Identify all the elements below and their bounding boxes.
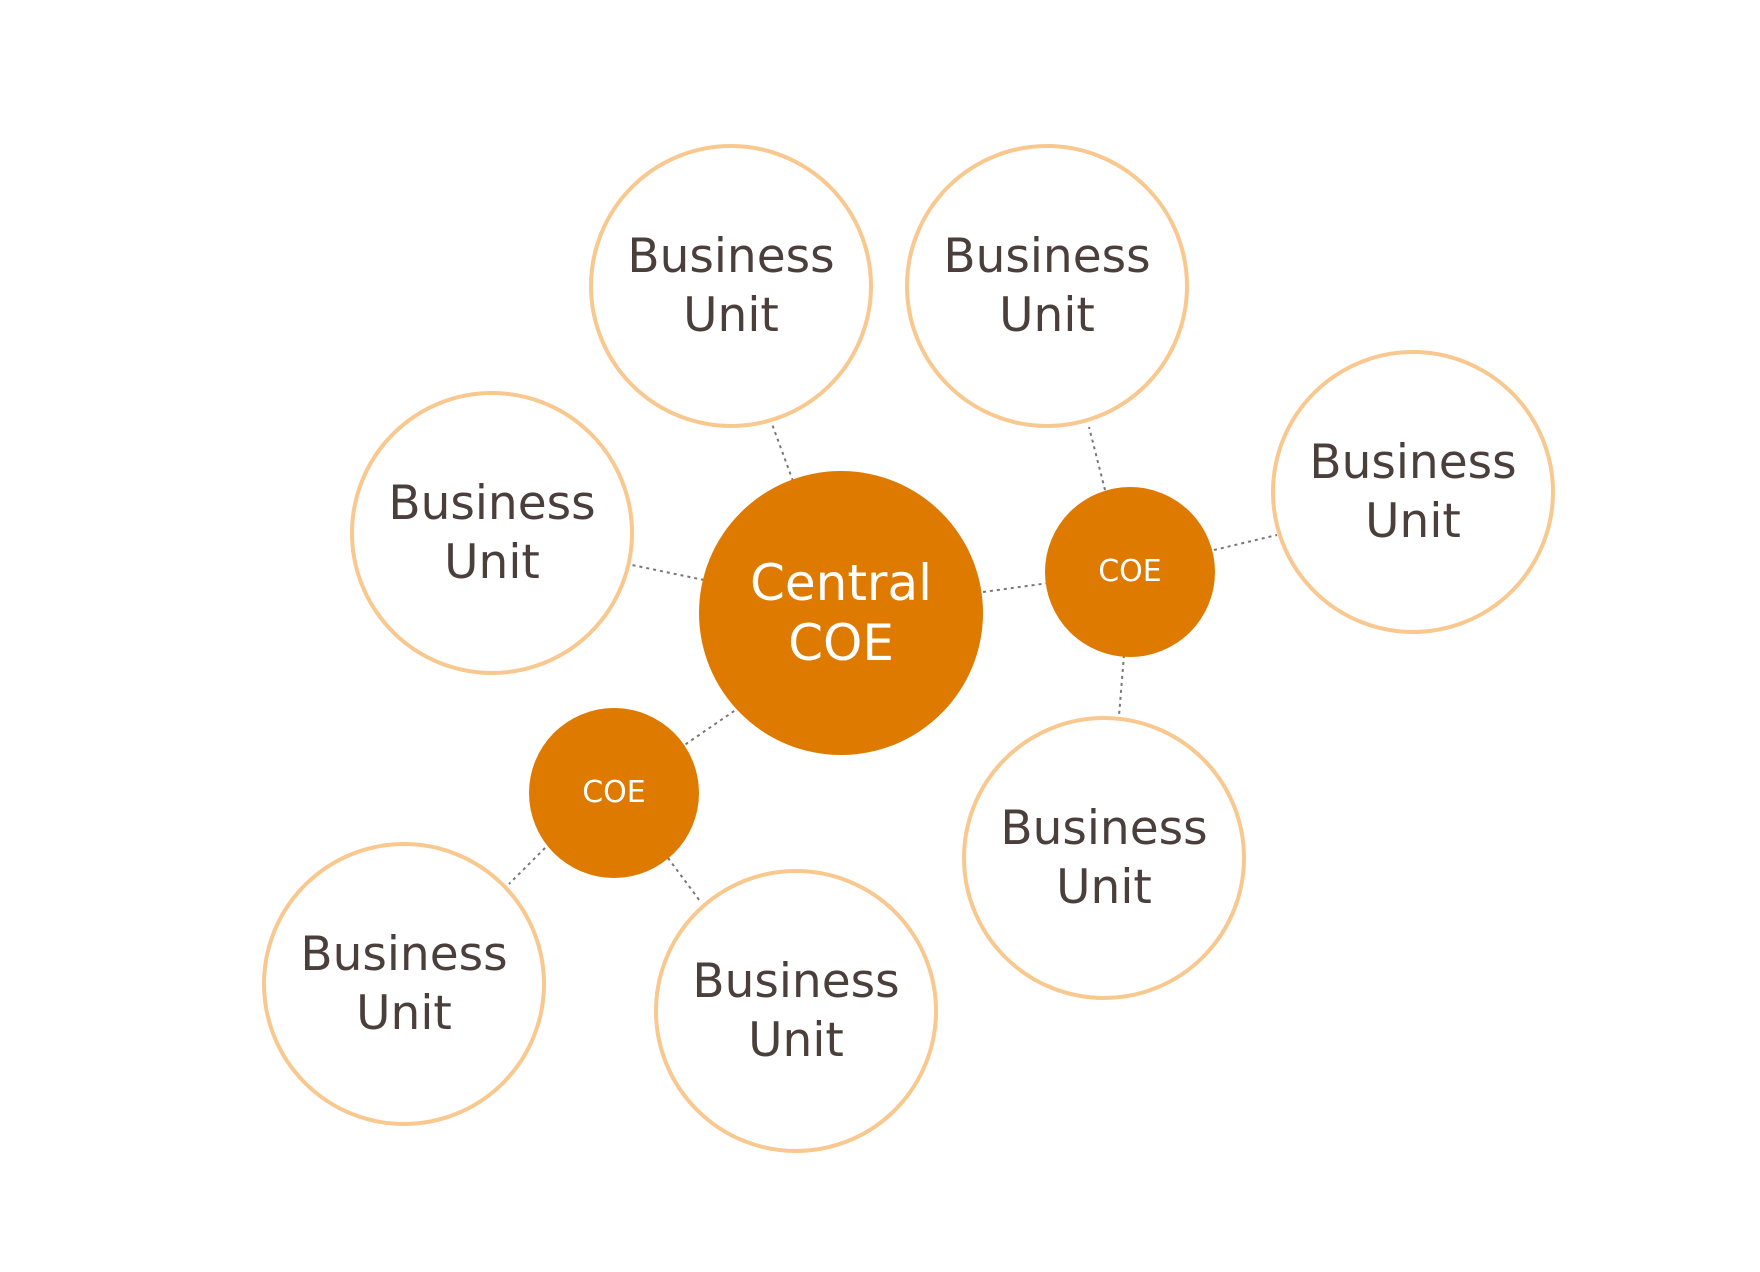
connector-central-unit-left [631, 564, 705, 581]
coe-left-label: COE [582, 775, 646, 810]
business-unit-label-line1: Business [300, 927, 508, 982]
business-unit-label-line2: Unit [356, 986, 452, 1041]
coe-right-label: COE [1098, 554, 1162, 589]
connector-coe-left-unit-bottom-left [508, 842, 551, 885]
business-unit-label-line2: Unit [1365, 494, 1461, 549]
connector-coe-right-unit-bottom [1118, 654, 1125, 717]
central-coe-node: Central COE [699, 471, 983, 755]
business-unit-label-line1: Business [627, 229, 835, 284]
business-unit-bottom-left: Business Unit [262, 842, 546, 1126]
connector-coe-right-unit-right [1213, 534, 1278, 551]
central-coe-label-line1: Central [749, 554, 933, 612]
business-unit-bottom-right: Business Unit [962, 716, 1246, 1000]
business-unit-right: Business Unit [1271, 350, 1555, 634]
business-unit-label-line1: Business [1309, 435, 1517, 490]
central-coe-label-line2: COE [788, 614, 894, 672]
business-unit-bottom-middle: Business Unit [654, 869, 938, 1153]
business-unit-label-line1: Business [692, 954, 900, 1009]
connector-coe-right-unit-top [1088, 426, 1106, 491]
business-unit-label-line1: Business [1000, 801, 1208, 856]
connector-central-coe-right [982, 582, 1050, 593]
business-unit-left: Business Unit [350, 391, 634, 675]
business-unit-top-left: Business Unit [589, 144, 873, 428]
connector-coe-left-unit-bottom-middle [667, 857, 701, 902]
business-unit-label-line2: Unit [683, 288, 779, 343]
connector-central-coe-left [682, 706, 741, 747]
business-unit-label-line2: Unit [444, 535, 540, 590]
business-unit-label-line2: Unit [999, 288, 1095, 343]
coe-node-right: COE [1045, 487, 1215, 657]
connector-central-unit-top-left [771, 423, 794, 482]
business-unit-top-right: Business Unit [905, 144, 1189, 428]
business-unit-label-line2: Unit [748, 1013, 844, 1068]
business-unit-label-line1: Business [388, 476, 596, 531]
business-unit-label-line1: Business [943, 229, 1151, 284]
business-unit-label-line2: Unit [1056, 860, 1152, 915]
coe-node-left: COE [529, 708, 699, 878]
